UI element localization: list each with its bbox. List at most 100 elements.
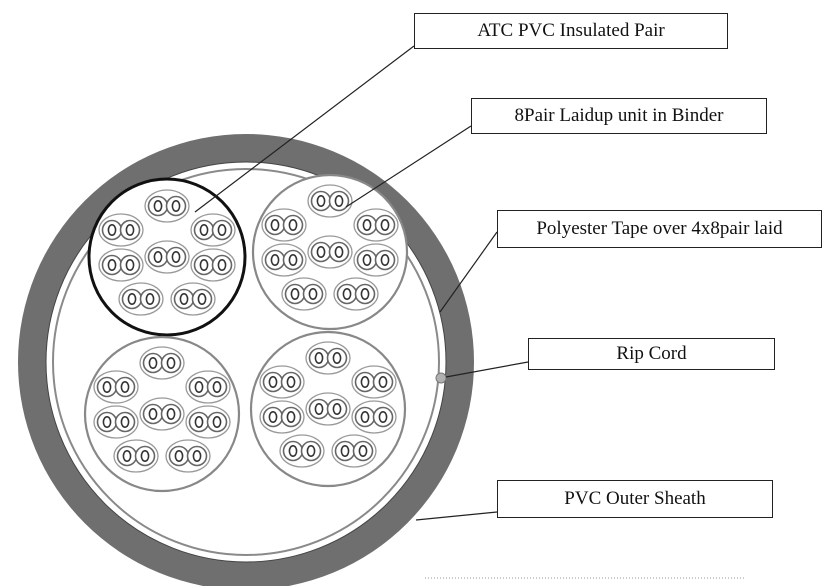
insulated-pair — [139, 397, 185, 431]
conductor-core — [360, 410, 370, 423]
insulated-pair — [259, 400, 305, 434]
conductor-core — [268, 410, 278, 423]
conductor-core — [332, 402, 342, 415]
conductor-core — [316, 246, 326, 259]
conductor-core — [212, 415, 222, 428]
leader-outer-sheath — [415, 511, 498, 521]
conductor-core — [102, 415, 112, 428]
label-8pair-laidup-unit: 8Pair Laidup unit in Binder — [471, 98, 767, 134]
conductor-core — [360, 375, 370, 388]
conductor-core — [286, 410, 296, 423]
conductor-core — [166, 407, 176, 420]
conductor-core — [120, 380, 130, 393]
conductor-core — [334, 195, 344, 208]
conductor-core — [360, 287, 370, 300]
insulated-pair — [331, 434, 377, 468]
label-polyester-tape: Polyester Tape over 4x8pair laid — [497, 210, 822, 248]
insulated-pair — [333, 277, 379, 311]
conductor-core — [194, 415, 204, 428]
conductor-core — [107, 258, 117, 271]
conductor-core — [286, 375, 296, 388]
conductor-core — [127, 292, 137, 305]
conductor-core — [378, 375, 388, 388]
conductor-core — [197, 292, 207, 305]
insulated-pair — [165, 439, 211, 473]
insulated-pair — [144, 240, 190, 274]
insulated-pair — [351, 400, 397, 434]
conductor-core — [342, 287, 352, 300]
conductor-core — [212, 380, 222, 393]
conductor-core — [140, 449, 150, 462]
insulated-pair — [190, 213, 236, 247]
conductor-core — [125, 258, 135, 271]
conductor-core — [378, 410, 388, 423]
conductor-core — [380, 219, 390, 232]
label-pvc-outer-sheath: PVC Outer Sheath — [497, 480, 773, 518]
laidup-unit-top-right — [251, 173, 409, 331]
conductor-core — [171, 200, 181, 213]
conductor-core — [308, 287, 318, 300]
conductor-core — [179, 292, 189, 305]
insulated-pair — [261, 208, 307, 242]
conductor-core — [199, 224, 209, 237]
conductor-core — [306, 444, 316, 457]
polyester-tape — [52, 168, 440, 556]
conductor-core — [270, 219, 280, 232]
insulated-pair — [353, 208, 399, 242]
leader-polyester-tape — [439, 231, 498, 313]
insulated-pair — [144, 189, 190, 223]
laidup-unit-top-left — [87, 177, 247, 337]
insulated-pair — [185, 370, 231, 404]
laidup-unit-bottom-left — [83, 335, 241, 493]
laidup-unit-bottom-right — [249, 330, 407, 488]
conductor-core — [120, 415, 130, 428]
insulated-pair — [281, 277, 327, 311]
insulated-pair — [98, 248, 144, 282]
insulated-pair — [113, 439, 159, 473]
insulated-pair — [353, 243, 399, 277]
conductor-core — [122, 449, 132, 462]
insulated-pair — [305, 392, 351, 426]
conductor-core — [125, 224, 135, 237]
leader-rip-cord — [445, 361, 529, 378]
conductor-core — [288, 254, 298, 267]
conductor-core — [288, 219, 298, 232]
insulated-pair — [170, 282, 216, 316]
conductor-core — [166, 356, 176, 369]
insulated-pair — [93, 370, 139, 404]
insulated-pair — [259, 365, 305, 399]
insulated-pair — [307, 235, 353, 269]
insulated-pair — [139, 346, 185, 380]
insulated-pair — [279, 434, 325, 468]
insulated-pair — [261, 243, 307, 277]
conductor-core — [340, 444, 350, 457]
rip-cord — [435, 372, 447, 384]
conductor-core — [148, 356, 158, 369]
conductor-core — [217, 224, 227, 237]
conductor-core — [314, 402, 324, 415]
conductor-core — [171, 251, 181, 264]
conductor-core — [334, 246, 344, 259]
conductor-core — [145, 292, 155, 305]
conductor-core — [358, 444, 368, 457]
insulated-pair — [307, 184, 353, 218]
insulated-pair — [118, 282, 164, 316]
insulated-pair — [98, 213, 144, 247]
conductor-core — [362, 254, 372, 267]
insulated-pair — [190, 248, 236, 282]
conductor-core — [107, 224, 117, 237]
insulated-pair — [305, 341, 351, 375]
leader-insulated-pair — [194, 45, 415, 213]
leader-laidup-unit — [345, 125, 472, 208]
conductor-core — [153, 200, 163, 213]
label-atc-pvc-insulated-pair: ATC PVC Insulated Pair — [414, 13, 728, 49]
conductor-core — [102, 380, 112, 393]
conductor-core — [268, 375, 278, 388]
insulated-pair — [93, 405, 139, 439]
conductor-core — [148, 407, 158, 420]
insulated-pair — [185, 405, 231, 439]
conductor-core — [332, 351, 342, 364]
label-rip-cord: Rip Cord — [528, 338, 775, 370]
insulated-pair — [351, 365, 397, 399]
